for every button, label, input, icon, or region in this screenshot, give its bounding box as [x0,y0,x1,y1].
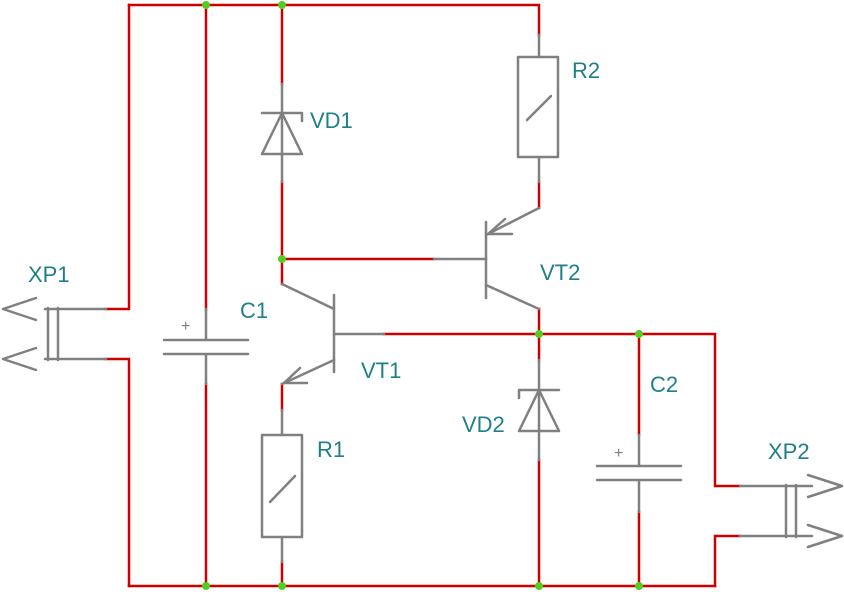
label-r2: R2 [572,58,600,83]
vt2-transistor [432,206,541,311]
junction-dot [202,1,210,9]
label-c2: C2 [650,372,678,397]
label-c1: C1 [240,298,268,323]
junction-dot [535,330,543,338]
vt1-transistor [280,282,386,386]
junction-dot [278,582,286,590]
label-vt2: VT2 [540,260,580,285]
junction-dot [278,255,286,263]
label-vt1: VT1 [361,358,401,383]
wire-xp1-lower [104,357,131,588]
wire-vt1-base [382,332,742,488]
vd1-zener-diode [260,82,304,184]
c2-polarity: + [614,445,623,462]
label-r1: R1 [317,437,345,462]
wire-top-rail [127,3,541,37]
label-vd2: VD2 [462,412,505,437]
junction-dot [278,1,286,9]
junctions [202,1,643,590]
r1-resistor [260,408,304,564]
xp1-connector [1,296,108,372]
label-xp1: XP1 [28,262,70,287]
labels: XP1 C1 VD1 R2 VT2 VT1 VD2 R1 C2 XP2 [28,58,810,464]
label-vd1: VD1 [310,108,353,133]
junction-dot [635,582,643,590]
xp2-connector [738,473,844,549]
junction-dot [535,582,543,590]
wire-xp2-lower [713,534,742,588]
r2-resistor [516,33,560,184]
label-xp2: XP2 [768,439,810,464]
vd2-zener-diode [517,358,561,462]
wires [104,3,742,588]
junction-dot [635,330,643,338]
c1-capacitor: + [162,307,250,386]
wire-xp1-upper [104,3,131,311]
c1-polarity: + [181,318,190,335]
c2-capacitor: + [595,433,683,514]
junction-dot [202,582,210,590]
